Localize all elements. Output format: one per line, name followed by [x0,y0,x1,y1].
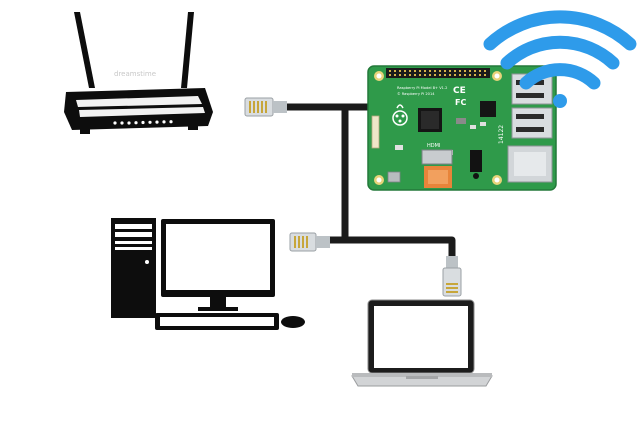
wifi-dot [553,94,567,108]
laptop [351,299,493,387]
mouse [281,316,305,328]
wifi-arc-inner [519,63,601,90]
fc-mark: FC [455,98,466,107]
laptop-screen [374,306,468,368]
pi-copyright-silkscreen: © Raspberry Pi 2014 [397,92,435,96]
ethernet-cables [286,103,456,258]
router-icon [64,12,213,134]
desktop-computer [111,218,305,330]
cable-router-segment [286,103,349,240]
ethernet-connector-laptop [442,256,462,297]
ethernet-connector-desktop [289,232,330,252]
wifi-arc-middle [500,35,620,70]
wifi-icon [483,10,637,108]
monitor-screen [166,224,270,290]
router: dreamstime [64,12,213,134]
cable-desktop-segment [330,236,456,258]
raspberry-pi: HDMI Raspberry Pi Model B+ V1.2 © Raspbe… [367,65,557,191]
side-code-label: 14122 [498,125,505,144]
raspberry-pi-icon: HDMI Raspberry Pi Model B+ V1.2 © Raspbe… [367,65,557,191]
ethernet-connector-router [244,97,287,117]
raspberry-logo-icon [392,104,408,126]
ce-mark: CE [453,86,466,96]
laptop-icon [351,299,493,387]
pi-model-silkscreen: Raspberry Pi Model B+ V1.2 [397,86,447,90]
router-brand-label: dreamstime [114,70,156,78]
hdmi-label: HDMI [427,143,440,149]
desktop-computer-icon [111,218,305,330]
wifi-arc-outer [483,10,637,51]
